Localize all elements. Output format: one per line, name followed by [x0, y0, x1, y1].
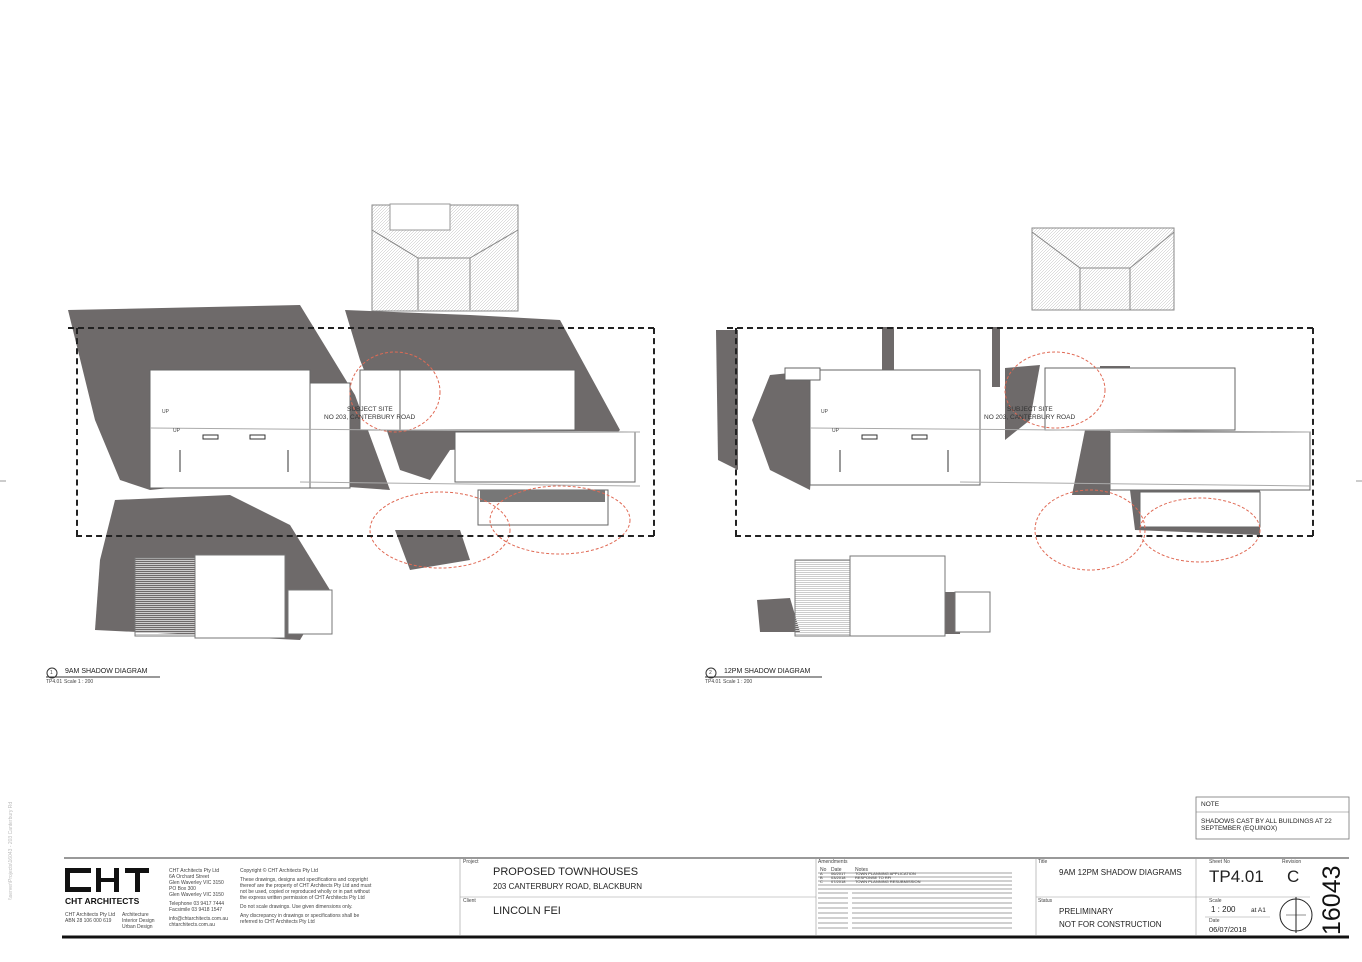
cht-logo-icon [65, 868, 149, 892]
note-text-line2: SEPTEMBER (EQUINOX) [1201, 825, 1278, 832]
up-label: UP [162, 409, 169, 415]
site-boundary-1-bottom [76, 535, 654, 537]
client-label: Client [463, 898, 476, 904]
job-number: 16043 [1318, 865, 1346, 935]
note-text-line1: SHADOWS CAST BY ALL BUILDINGS AT 22 [1201, 818, 1332, 825]
site-label-2: SUBJECT SITE [1007, 406, 1053, 413]
site-boundary-1-right [653, 328, 655, 536]
service: Interior Design [122, 918, 155, 924]
project-address: 203 CANTERBURY ROAD, BLACKBURN [493, 882, 643, 891]
diagram-1-plan [68, 203, 641, 640]
margin-path-text: \\server\Projects\16043 - 203 Canterbury… [8, 801, 14, 900]
status-line1: PRELIMINARY [1059, 907, 1114, 916]
copyright-block: Copyright © CHT Architects Pty Ltd These… [240, 868, 372, 925]
diagram-title-2: 12PM SHADOW DIAGRAM [724, 668, 811, 675]
site-boundary-1-top [68, 327, 654, 329]
diagram-scale-2: Scale 1 : 200 [723, 679, 753, 685]
service: Architecture [122, 912, 149, 918]
service: Urban Design [122, 924, 153, 930]
status-line2: NOT FOR CONSTRUCTION [1059, 920, 1162, 929]
diagram-ref-2: TP4.01 [705, 679, 722, 685]
diagram-number-1: 1 [50, 670, 53, 676]
amendments-label: Amendments [818, 859, 848, 865]
north-arrow-icon [1280, 897, 1312, 933]
sheet-no-label: Sheet No [1209, 859, 1230, 865]
up-label: UP [173, 428, 180, 434]
paper-size: at A1 [1251, 907, 1266, 914]
date-label: Date [1209, 918, 1220, 924]
site-boundary-2-bottom [735, 535, 1313, 537]
amend-header-date: Date [831, 867, 842, 873]
sheet-no: TP4.01 [1209, 867, 1264, 886]
revision-label: Revision [1282, 859, 1302, 865]
up-label: UP [832, 428, 839, 434]
date-value: 06/07/2018 [1209, 925, 1247, 934]
amend-header-no: No [820, 867, 827, 873]
firm-sub: CHT Architects Pty Ltd [65, 912, 116, 918]
scale-label: Scale [1209, 898, 1222, 904]
amend-header-notes: Notes [855, 867, 869, 873]
diagram-number-2: 2 [709, 670, 712, 676]
status-label: Status [1038, 898, 1053, 904]
site-label-1: SUBJECT SITE [347, 406, 393, 413]
scale-value: 1 : 200 [1211, 905, 1236, 914]
diagram-scale-1: Scale 1 : 200 [64, 679, 94, 685]
note-heading: NOTE [1201, 801, 1220, 808]
site-address-2: NO 203, CANTERBURY ROAD [984, 414, 1076, 421]
site-boundary-2-top [727, 327, 1313, 329]
site-boundary-2-left [735, 328, 737, 536]
up-label: UP [821, 409, 828, 415]
firm-name: CHT ARCHITECTS [65, 896, 140, 906]
title-label: Title [1038, 859, 1048, 865]
site-address-1: NO 203, CANTERBURY ROAD [324, 414, 416, 421]
project-label: Project [463, 859, 479, 865]
diagram-2-plan [716, 227, 1311, 637]
firm-abn: ABN 28 106 000 619 [65, 918, 112, 924]
project-title: PROPOSED TOWNHOUSES [493, 866, 639, 878]
diagram-title-1: 9AM SHADOW DIAGRAM [65, 668, 148, 675]
address-block: CHT Architects Pty Ltd 6A Orchard Street… [169, 868, 228, 928]
diagram-ref-1: TP4.01 [46, 679, 63, 685]
site-boundary-2-right [1312, 328, 1314, 536]
revision: C [1287, 867, 1300, 886]
sheet-title: 9AM 12PM SHADOW DIAGRAMS [1059, 868, 1182, 877]
site-boundary-1-left [76, 328, 78, 536]
client-name: LINCOLN FEI [493, 905, 561, 917]
